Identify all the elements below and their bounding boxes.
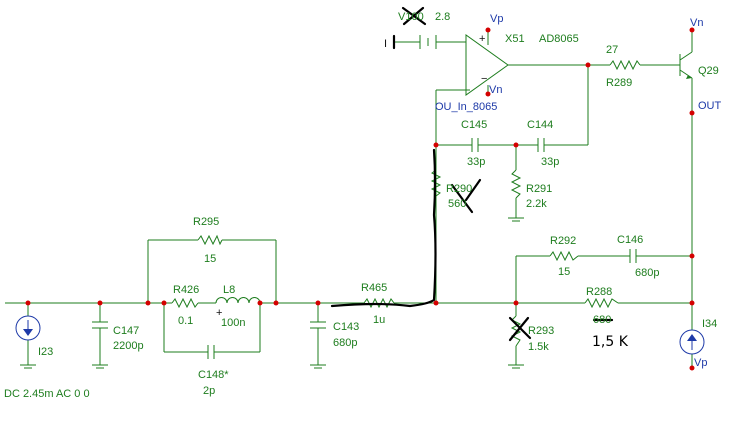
handwritten-note: 1,5 K xyxy=(592,334,629,350)
capacitor-c145[interactable] xyxy=(471,138,479,152)
label-r291: R291 xyxy=(526,183,552,195)
ground-c143 xyxy=(310,364,326,369)
label-dc-line: DC 2.45m AC 0 0 xyxy=(4,388,90,400)
label-r295-value: 15 xyxy=(204,253,216,265)
label-r292: R292 xyxy=(550,235,576,247)
handdrawn-wire xyxy=(330,148,437,308)
capacitor-c144[interactable] xyxy=(537,138,545,152)
label-c146: C146 xyxy=(617,234,643,246)
label-c143-value: 680p xyxy=(333,337,357,349)
capacitor-c143[interactable] xyxy=(310,321,326,329)
label-c145-value: 33p xyxy=(467,156,485,168)
label-plus: + xyxy=(479,33,485,45)
label-r290: R290 xyxy=(446,183,472,195)
label-r289: R289 xyxy=(606,77,632,89)
label-r426: R426 xyxy=(173,284,199,296)
ground-symbols xyxy=(20,217,524,369)
resistor-r465[interactable] xyxy=(363,297,395,309)
label-i23: I23 xyxy=(38,346,53,358)
label-minus: − xyxy=(481,73,487,85)
label-r289-value: 27 xyxy=(606,44,618,56)
label-v100: V100 xyxy=(398,11,424,23)
label-c146-value: 680p xyxy=(635,267,659,279)
transistor-q29[interactable] xyxy=(679,51,693,79)
capacitor-c148[interactable] xyxy=(207,345,215,359)
resistor-r289[interactable] xyxy=(609,59,641,71)
label-c144: C144 xyxy=(527,119,553,131)
label-v100-value: 2.8 xyxy=(435,11,450,23)
label-c145: C145 xyxy=(461,119,487,131)
label-vp-i34: Vp xyxy=(694,357,707,369)
label-c147-value: 2200p xyxy=(113,340,144,352)
label-c144-value: 33p xyxy=(541,156,559,168)
ground-c147 xyxy=(92,364,108,369)
label-r293: R293 xyxy=(528,325,554,337)
label-vp-opamp: Vp xyxy=(490,13,503,25)
current-source-i23[interactable] xyxy=(15,315,41,341)
label-r290-value: 560 xyxy=(448,198,466,210)
capacitor-c146[interactable] xyxy=(629,249,637,263)
label-ou-in: OU_In_8065 xyxy=(435,101,497,113)
label-c147: C147 xyxy=(113,325,139,337)
ground-r291 xyxy=(508,217,524,222)
label-c143: C143 xyxy=(333,321,359,333)
label-r288: R288 xyxy=(586,286,612,298)
resistor-r292[interactable] xyxy=(549,250,579,262)
opamp-x51[interactable] xyxy=(465,34,509,96)
label-r292-value: 15 xyxy=(558,266,570,278)
label-r426-value: 0.1 xyxy=(178,315,193,327)
voltage-source-v100[interactable] xyxy=(419,35,437,49)
label-out: OUT xyxy=(698,100,722,112)
node-dots xyxy=(25,27,695,371)
ground-i23 xyxy=(20,364,36,369)
label-ad8065: AD8065 xyxy=(539,33,579,45)
capacitor-c147[interactable] xyxy=(92,321,108,329)
label-x51: X51 xyxy=(505,33,525,45)
label-l8: L8 xyxy=(223,284,235,296)
resistor-r295[interactable] xyxy=(197,234,223,246)
label-l8-value: 100n xyxy=(221,317,245,329)
resistor-r426[interactable] xyxy=(171,297,199,309)
label-vn-q29: Vn xyxy=(690,17,703,29)
label-r293-value: 1.5k xyxy=(528,341,549,353)
label-c148: C148* xyxy=(198,369,229,381)
current-source-i34[interactable] xyxy=(679,329,705,355)
label-q29: Q29 xyxy=(698,65,719,77)
ground-r293 xyxy=(508,364,524,369)
inductor-l8[interactable] xyxy=(215,297,261,304)
wires xyxy=(5,30,693,368)
resistor-r288[interactable] xyxy=(584,297,619,309)
label-l8-plus: + xyxy=(216,307,222,319)
component-labels: V100 2.8 I Vp + − X51 AD8065 Vn OU_In_80… xyxy=(4,11,722,400)
label-r291-value: 2.2k xyxy=(526,198,547,210)
label-r465: R465 xyxy=(361,282,387,294)
label-i34: I34 xyxy=(702,318,717,330)
label-r295: R295 xyxy=(193,216,219,228)
label-c148-value: 2p xyxy=(203,385,215,397)
label-source-mark: I xyxy=(384,38,387,50)
label-r465-value: 1u xyxy=(373,314,385,326)
label-vn-opamp: Vn xyxy=(489,84,502,96)
resistor-r291[interactable] xyxy=(510,169,522,199)
handdrawn-crosses xyxy=(392,6,614,342)
label-r288-value: 680 xyxy=(593,314,611,326)
